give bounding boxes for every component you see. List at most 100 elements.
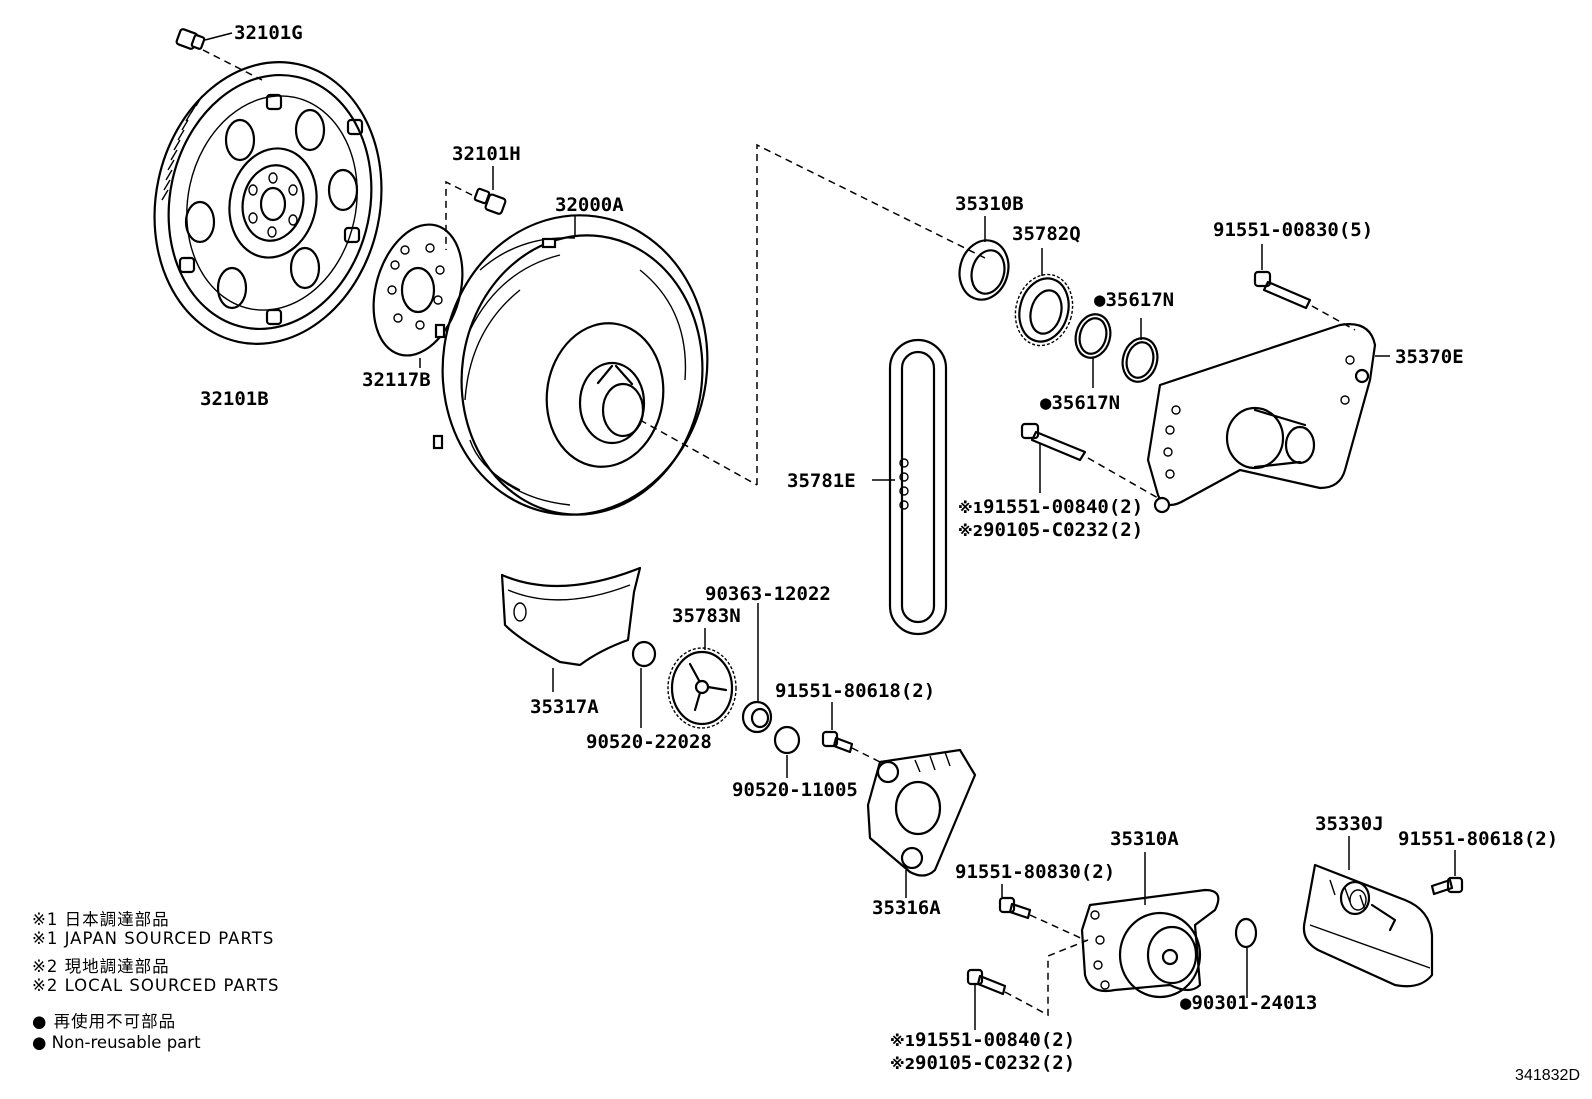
bolt-91551-80830[interactable] <box>998 896 1032 920</box>
o-ring-90301-24013[interactable] <box>1234 917 1258 949</box>
part-label-91551-80830[interactable]: 91551-80830(2) <box>955 861 1115 883</box>
diagram-code: 341832D <box>1515 1067 1580 1084</box>
svg-text:91551-00830(5): 91551-00830(5) <box>1213 219 1373 241</box>
strainer-35330J[interactable] <box>1302 863 1434 988</box>
local-sourced-mark: ※2 <box>958 522 983 540</box>
legend-row: ※1 日本調達部品 <box>32 906 170 930</box>
non-reusable-icon: ● <box>32 1033 47 1052</box>
part-label-90363-12022[interactable]: 90363-12022 <box>705 583 831 605</box>
legend-row: ※2 現地調達部品 <box>32 953 170 977</box>
part-label-35310B[interactable]: 35310B <box>955 193 1024 215</box>
part-label-35781E[interactable]: 35781E <box>787 470 856 492</box>
svg-text:91551-80830(2): 91551-80830(2) <box>955 861 1115 883</box>
svg-text:35317A: 35317A <box>530 696 599 718</box>
part-label-91551-80618-right[interactable]: 91551-80618(2) <box>1398 828 1558 850</box>
cover-35317A[interactable] <box>500 566 642 667</box>
svg-text:32101H: 32101H <box>452 143 521 165</box>
part-label-91551-80618-left[interactable]: 91551-80618(2) <box>775 680 935 702</box>
bolt-91551-80618-left[interactable] <box>821 730 854 754</box>
part-label-32000A[interactable]: 32000A <box>555 194 624 216</box>
part-label-35370E[interactable]: 35370E <box>1395 346 1464 368</box>
bolt-91551-80618-right[interactable] <box>1430 876 1464 896</box>
bolt-91551-00830[interactable] <box>1253 270 1312 310</box>
legend-text: Non-reusable part <box>51 1033 201 1052</box>
sprocket-35783N[interactable] <box>667 647 737 729</box>
part-label-91551-00840-lower[interactable]: 91551-00840(2) <box>915 1029 1075 1051</box>
chain-35781E[interactable] <box>888 338 948 636</box>
part-label-90105-C0232-upper[interactable]: 90105-C0232(2) <box>983 519 1143 541</box>
svg-text:35781E: 35781E <box>787 470 856 492</box>
part-label-32101B[interactable]: 32101B <box>200 388 269 410</box>
japan-sourced-mark: ※1 <box>890 1032 915 1050</box>
o-ring-35617N-a[interactable] <box>1071 310 1115 361</box>
non-reusable-mark: ● <box>1180 992 1192 1014</box>
legend-text: 現地調達部品 <box>64 957 170 976</box>
oil-pump-body-35370E[interactable] <box>1146 323 1377 514</box>
torque-converter-32000A[interactable] <box>423 198 726 532</box>
snap-ring-90520-11005[interactable] <box>773 725 801 755</box>
legend-text: JAPAN SOURCED PARTS <box>64 929 275 948</box>
svg-text:32000A: 32000A <box>555 194 624 216</box>
o-ring-35617N-b[interactable] <box>1118 334 1162 385</box>
svg-text:32117B: 32117B <box>362 369 431 391</box>
part-label-90301-24013[interactable]: 90301-24013 <box>1191 992 1317 1014</box>
bolt-91551-00840-lower[interactable] <box>966 968 1007 996</box>
plate-32117B[interactable] <box>359 214 477 366</box>
svg-text:35783N: 35783N <box>672 605 741 627</box>
part-label-35617N-b[interactable]: 35617N <box>1051 392 1120 414</box>
legend-row: ※1 JAPAN SOURCED PARTS <box>32 929 274 948</box>
part-label-35317A[interactable]: 35317A <box>530 696 599 718</box>
svg-text:35316A: 35316A <box>872 897 941 919</box>
part-label-35316A[interactable]: 35316A <box>872 897 941 919</box>
non-reusable-mark: ● <box>1040 392 1052 414</box>
part-label-32101G[interactable]: 32101G <box>234 22 303 44</box>
legend-text: 再使用不可部品 <box>53 1012 177 1031</box>
drive-plate-32101B[interactable] <box>129 41 407 365</box>
legend-mark: ※1 <box>32 929 59 948</box>
svg-text:32101G: 32101G <box>234 22 303 44</box>
legend-mark: ※2 <box>32 957 59 976</box>
svg-text:※191551-00840(2): ※191551-00840(2) <box>890 1029 1075 1051</box>
svg-text:90520-11005: 90520-11005 <box>732 779 858 801</box>
legend-row: ● Non-reusable part <box>32 1033 201 1052</box>
bearing-35782Q[interactable] <box>1008 268 1081 352</box>
legend-mark: ※1 <box>32 910 59 929</box>
part-label-91551-00840-upper[interactable]: 91551-00840(2) <box>983 496 1143 518</box>
part-label-90520-22028[interactable]: 90520-22028 <box>586 731 712 753</box>
part-label-35783N[interactable]: 35783N <box>672 605 741 627</box>
svg-text:35310A: 35310A <box>1110 828 1179 850</box>
snap-ring-90520-22028[interactable] <box>631 640 657 668</box>
part-label-35617N-a[interactable]: 35617N <box>1105 289 1174 311</box>
non-reusable-icon: ● <box>32 1012 48 1031</box>
part-label-35330J[interactable]: 35330J <box>1315 813 1384 835</box>
bolt-32101H[interactable] <box>473 187 507 215</box>
svg-text:※290105-C0232(2): ※290105-C0232(2) <box>958 519 1143 541</box>
part-label-90520-11005[interactable]: 90520-11005 <box>732 779 858 801</box>
oil-seal-35310B[interactable] <box>953 235 1015 305</box>
japan-sourced-mark: ※1 <box>958 499 983 517</box>
cover-35316A[interactable] <box>866 748 977 877</box>
part-label-35310A[interactable]: 35310A <box>1110 828 1179 850</box>
svg-text:91551-80618(2): 91551-80618(2) <box>1398 828 1558 850</box>
oil-pump-35310A[interactable] <box>1080 888 1220 999</box>
svg-text:90363-12022: 90363-12022 <box>705 583 831 605</box>
svg-text:35330J: 35330J <box>1315 813 1384 835</box>
bolt-91551-00840-upper[interactable] <box>1020 422 1087 462</box>
svg-text:●90301-24013: ●90301-24013 <box>1180 992 1317 1014</box>
svg-text:●35617N: ●35617N <box>1094 289 1174 311</box>
part-label-91551-00830[interactable]: 91551-00830(5) <box>1213 219 1373 241</box>
part-label-32117B[interactable]: 32117B <box>362 369 431 391</box>
svg-text:91551-80618(2): 91551-80618(2) <box>775 680 935 702</box>
part-label-32101H[interactable]: 32101H <box>452 143 521 165</box>
part-label-90105-C0232-lower[interactable]: 90105-C0232(2) <box>915 1052 1075 1074</box>
svg-text:35310B: 35310B <box>955 193 1024 215</box>
svg-text:※191551-00840(2): ※191551-00840(2) <box>958 496 1143 518</box>
svg-text:90520-22028: 90520-22028 <box>586 731 712 753</box>
legend-text: LOCAL SOURCED PARTS <box>64 976 280 995</box>
bolt-32101G[interactable] <box>175 28 206 50</box>
local-sourced-mark: ※2 <box>890 1055 915 1073</box>
svg-text:※290105-C0232(2): ※290105-C0232(2) <box>890 1052 1075 1074</box>
part-label-35782Q[interactable]: 35782Q <box>1012 223 1081 245</box>
bearing-90363-12022[interactable] <box>741 700 773 734</box>
